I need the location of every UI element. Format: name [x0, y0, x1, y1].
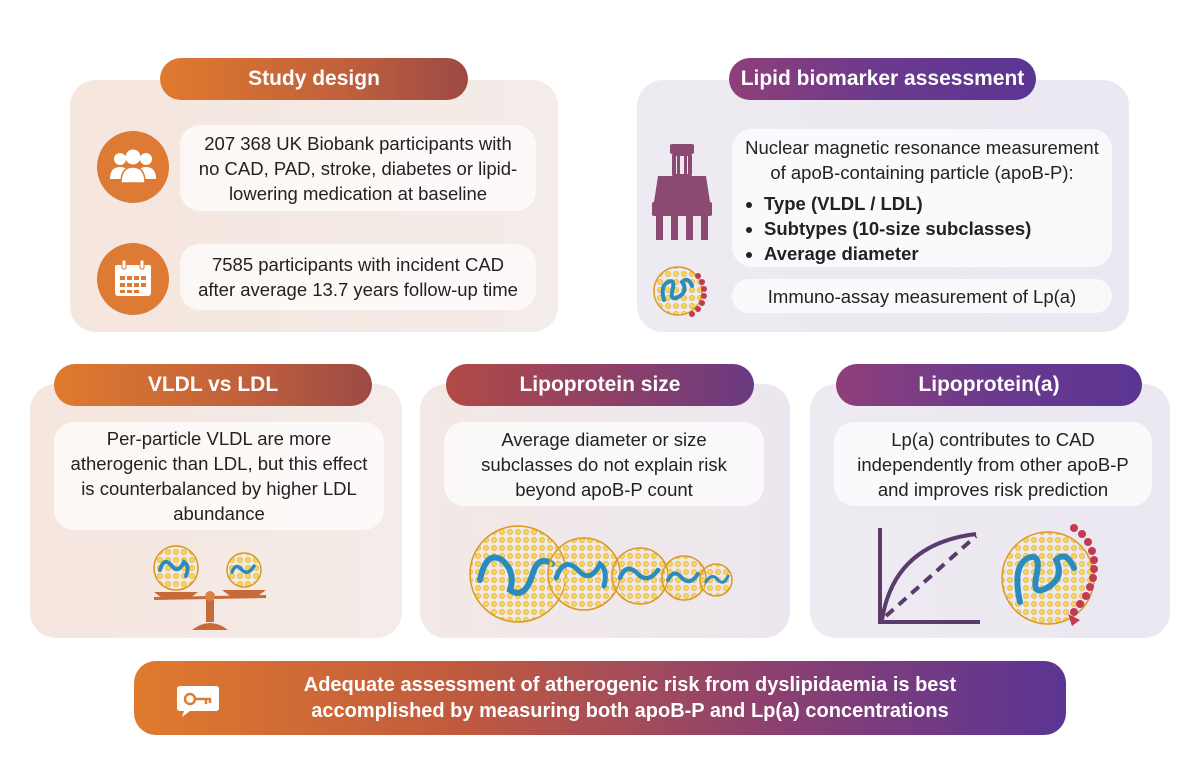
bullet-type: Type (VLDL / LDL) — [764, 191, 1100, 216]
risk-curve-icon — [872, 524, 984, 630]
lipid-assessment-title: Lipid biomarker assessment — [729, 58, 1036, 100]
lipoprotein-a-title: Lipoprotein(a) — [836, 364, 1142, 406]
conclusion-text: Adequate assessment of atherogenic risk … — [303, 674, 957, 722]
study-design-title: Study design — [160, 58, 468, 100]
conclusion-bar: Adequate assessment of atherogenic risk … — [134, 661, 1066, 735]
bullet-diameter: Average diameter — [764, 241, 1100, 266]
incident-text: 7585 participants with incident CAD afte… — [198, 254, 518, 300]
lipoprotein-size-text: Average diameter or size subclasses do n… — [481, 428, 727, 500]
lipoprotein-a-text: Lp(a) contributes to CAD independently f… — [857, 428, 1129, 500]
nmr-bullet-list: Type (VLDL / LDL) Subtypes (10-size subc… — [744, 191, 1100, 266]
lipoprotein-particles-icon — [466, 520, 736, 626]
bullet-subtypes: Subtypes (10-size subclasses) — [764, 216, 1100, 241]
vldl-ldl-box: Per-particle VLDL are more atherogenic t… — [54, 422, 384, 530]
nmr-box: Nuclear magnetic resonance measurement o… — [732, 129, 1112, 267]
balance-scale-icon — [140, 540, 280, 632]
nmr-intro-text: Nuclear magnetic resonance measurement o… — [745, 137, 1099, 183]
vldl-ldl-text: Per-particle VLDL are more atherogenic t… — [70, 428, 368, 524]
immuno-box: Immuno-assay measurement of Lp(a) — [732, 279, 1112, 313]
participants-text: 207 368 UK Biobank participants with no … — [198, 132, 518, 204]
lipoprotein-a-box: Lp(a) contributes to CAD independently f… — [834, 422, 1152, 506]
key-icon — [176, 684, 220, 718]
lpa-particle-icon — [998, 520, 1118, 630]
vldl-ldl-title: VLDL vs LDL — [54, 364, 372, 406]
lipoprotein-size-box: Average diameter or size subclasses do n… — [444, 422, 764, 506]
participants-box: 207 368 UK Biobank participants with no … — [180, 125, 536, 211]
incident-box: 7585 participants with incident CAD afte… — [180, 244, 536, 310]
nmr-machine-icon — [650, 140, 714, 244]
people-icon — [97, 131, 169, 203]
lpa-particle-icon — [648, 262, 720, 320]
calendar-icon — [97, 243, 169, 315]
lipoprotein-size-title: Lipoprotein size — [446, 364, 754, 406]
immuno-text: Immuno-assay measurement of Lp(a) — [767, 285, 1077, 307]
